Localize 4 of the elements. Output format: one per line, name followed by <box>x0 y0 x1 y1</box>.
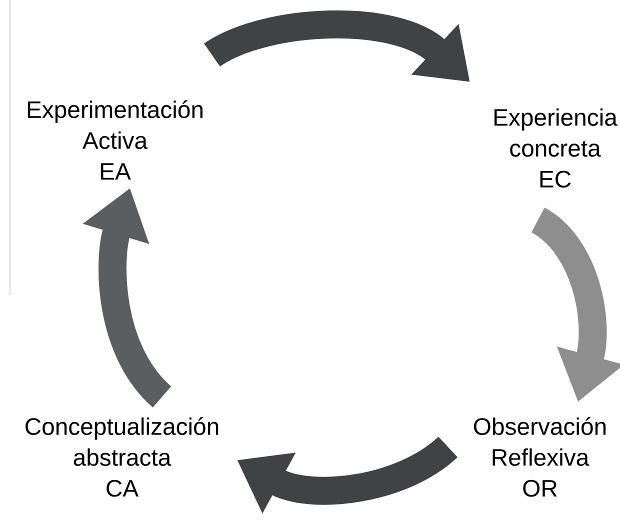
stage-label: Conceptualización abstracta CA <box>26 417 218 497</box>
stage-label: Experiencia concreta EC <box>494 108 618 188</box>
stage-label: Observación Reflexiva OR <box>474 417 606 497</box>
stage-label: Experimentación Activa EA <box>28 100 202 180</box>
